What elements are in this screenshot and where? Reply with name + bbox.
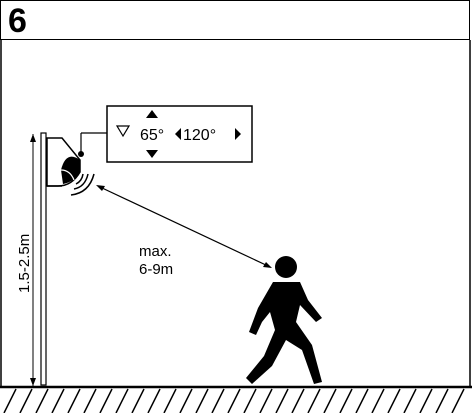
step-header: 6 — [0, 0, 470, 40]
tilt-triangle-icon — [115, 125, 131, 138]
spread-angle-value: 120° — [183, 127, 216, 144]
height-dimension — [30, 134, 36, 386]
sensor-device-icon — [46, 137, 81, 187]
range-label-line1: max. — [139, 243, 172, 260]
range-label-line2: 6-9m — [139, 261, 173, 278]
walking-person-icon — [246, 256, 322, 384]
range-arrow — [96, 185, 272, 268]
tilt-up-arrow-icon — [146, 110, 158, 118]
callout-leader — [78, 132, 107, 157]
tilt-down-arrow-icon — [146, 150, 158, 158]
sensor-angle-box — [106, 105, 253, 163]
spread-right-arrow-icon — [235, 128, 241, 140]
ground — [0, 385, 472, 413]
spread-left-arrow-icon — [175, 128, 181, 140]
wall — [40, 132, 47, 386]
step-number: 6 — [8, 2, 27, 40]
mount-height-label: 1.5-2.5m — [16, 234, 33, 293]
tilt-angle-value: 65° — [140, 127, 164, 144]
detection-waves-icon — [70, 173, 95, 196]
